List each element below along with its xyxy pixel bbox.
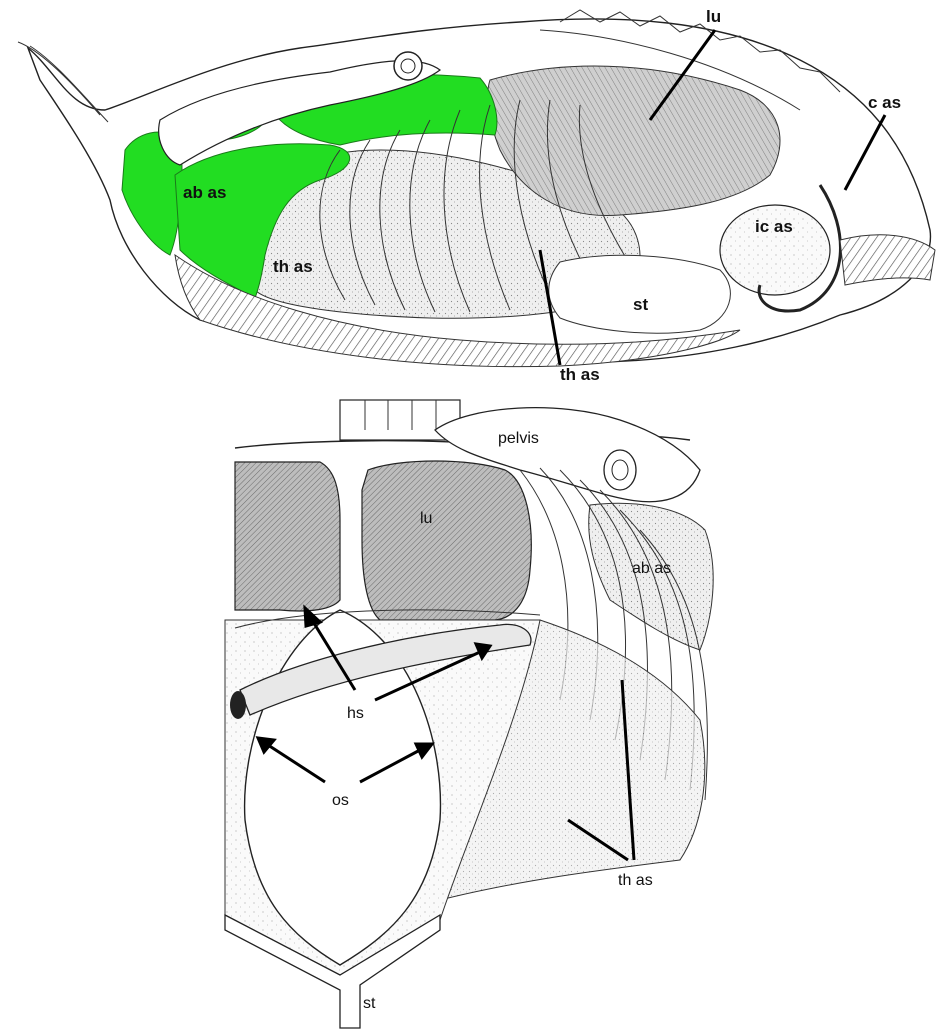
label-ab-as-bottom: ab as: [632, 560, 671, 577]
label-st-top: st: [633, 295, 648, 314]
label-pelvis: pelvis: [498, 430, 539, 447]
hip-socket: [394, 52, 422, 80]
label-th-as-body: th as: [273, 257, 313, 276]
label-lu-top: lu: [706, 7, 721, 26]
label-c-as: c as: [868, 93, 901, 112]
label-ab-as-top: ab as: [183, 183, 226, 202]
label-os: os: [332, 792, 349, 809]
bottom-figure: pelvis lu ab as hs os th as st: [225, 400, 713, 1028]
label-ic-as: ic as: [755, 217, 793, 236]
lung-left: [235, 462, 340, 611]
pelvis-foramen: [604, 450, 636, 490]
label-th-as-lower: th as: [618, 872, 653, 889]
neck-muscle: [840, 235, 935, 285]
label-th-as-bottom: th as: [560, 365, 600, 384]
tail: [18, 42, 108, 122]
bronchus-opening: [230, 691, 246, 719]
lung-right: [362, 461, 531, 620]
label-lu-bottom: lu: [420, 510, 432, 527]
label-hs: hs: [347, 705, 364, 722]
top-figure: lu c as ab as th as ic as st th as: [18, 7, 935, 384]
leader-c-as: [845, 115, 885, 190]
label-st-bottom: st: [363, 995, 376, 1012]
